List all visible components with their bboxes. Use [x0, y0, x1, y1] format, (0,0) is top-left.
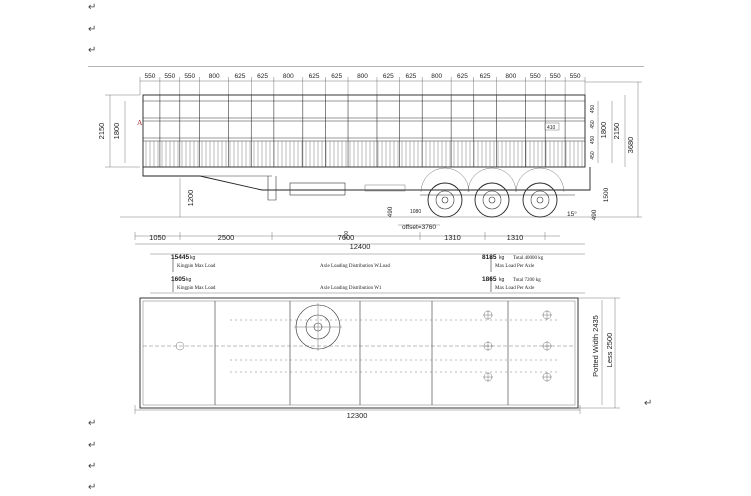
loaded-axle-label: Max Load Per Axle	[495, 264, 535, 269]
wheel-center	[488, 196, 496, 204]
paragraph-mark: ↵	[88, 24, 97, 35]
top-segment-label: 625	[331, 73, 342, 80]
right-segment-label: 450	[590, 120, 596, 129]
top-segment-label: 625	[383, 73, 394, 80]
paragraph-mark: ↵	[88, 482, 97, 493]
empty-kingpin-value: 1605	[171, 276, 186, 283]
section-letter: A	[137, 118, 143, 127]
paragraph-mark: ↵	[88, 2, 97, 13]
bottom-dim-label: 1050	[149, 233, 166, 242]
empty-axle-unit: kg	[499, 277, 505, 283]
loaded-axle-unit: kg	[499, 255, 505, 261]
overall-length: 12400	[350, 242, 371, 251]
loaded-kingpin-label: Kingpin Max Load	[177, 264, 216, 269]
top-segment-label: 625	[480, 73, 491, 80]
top-segment-label: 550	[184, 73, 195, 80]
empty-total-label: Total 7200 kg	[513, 278, 541, 283]
small-490: 490	[387, 206, 394, 217]
right-segment-label: 450	[590, 151, 596, 160]
top-segment-label: 800	[505, 73, 516, 80]
loaded-axle-value: 8185	[482, 254, 497, 261]
empty-kingpin-label: Kingpin Max Load	[177, 286, 216, 291]
bottom-dim-label: 7600	[338, 233, 355, 242]
top-segment-label: 800	[431, 73, 442, 80]
wheel-hub	[435, 190, 455, 210]
fender	[467, 167, 517, 193]
top-width-label: Potted Width 2435	[591, 315, 600, 377]
top-segment-label: 625	[235, 73, 246, 80]
empty-axle-label: Max Load Per Axle	[495, 286, 535, 291]
paragraph-mark: ↵	[88, 461, 97, 472]
left-height-outer: 2150	[97, 123, 106, 140]
kingpin-offset: 700	[344, 231, 350, 240]
right-segment-label: 450	[590, 105, 596, 114]
right-total-inner: 1800	[599, 122, 608, 139]
wheel-height: 1500	[603, 187, 610, 202]
load-rows: 15445 kg Kingpin Max Load Axle Loading D…	[150, 253, 585, 294]
top-segment-label: 550	[145, 73, 156, 80]
left-height-inner: 1800	[112, 123, 121, 140]
bottom-dim-label: 1310	[444, 233, 461, 242]
paragraph-mark: ↵	[88, 440, 97, 451]
wheel	[427, 182, 463, 218]
wheel	[474, 182, 510, 218]
top-segment-label: 625	[257, 73, 268, 80]
top-segment-label: 550	[550, 73, 561, 80]
wheel-center	[441, 196, 449, 204]
wheel-hub	[482, 190, 502, 210]
top-segment-label: 550	[530, 73, 541, 80]
loaded-center-label: Axle Loading Distribution W.Load	[320, 264, 390, 269]
right-total-outer: 2150	[612, 123, 621, 140]
top-segment-label: 625	[405, 73, 416, 80]
empty-center-label: Axle Loading Distribution W1	[320, 286, 382, 291]
ground-clearance: 490	[591, 209, 598, 220]
top-segment-label: 625	[309, 73, 320, 80]
bottom-dim-label: 2500	[218, 233, 235, 242]
top-segment-label: 550	[570, 73, 581, 80]
loaded-kingpin-unit: kg	[190, 255, 196, 261]
wheel-center	[536, 196, 544, 204]
wheel-hub	[530, 190, 550, 210]
side-view: 550 550 550 800 625 625 800 625 625 800 625 625 800 6…	[97, 73, 642, 251]
paragraph-mark: ↵	[644, 398, 653, 409]
top-segment-label: 550	[164, 73, 175, 80]
top-view: Potted Width 2435 Less 2500 12300	[134, 297, 620, 420]
top-overall-length: 12300	[347, 411, 368, 420]
top-segment-label: 800	[209, 73, 220, 80]
wheel	[522, 182, 558, 218]
top-segment-label: 800	[357, 73, 368, 80]
paragraph-mark: ↵	[88, 45, 97, 56]
bottom-dim-label: 1310	[507, 233, 524, 242]
top-segment-label: 625	[457, 73, 468, 80]
hitch-height: 1200	[186, 190, 195, 207]
right-segment-label: 450	[590, 136, 596, 145]
fender	[420, 167, 470, 193]
loaded-kingpin-value: 15445	[171, 254, 189, 261]
top-segment-label: 800	[283, 73, 294, 80]
label-410: 410	[547, 125, 556, 131]
overall-height: 3680	[626, 137, 635, 154]
angle-label: 15°	[567, 210, 577, 218]
paragraph-mark: ↵	[88, 418, 97, 429]
empty-axle-value: 1865	[482, 276, 497, 283]
loaded-total-label: Total 40000 kg	[513, 256, 544, 261]
offset-label: offset=3760	[402, 224, 436, 231]
top-less-label: Less 2500	[605, 333, 614, 368]
fender	[515, 167, 565, 193]
label-1080: 1080	[410, 209, 421, 215]
empty-kingpin-unit: kg	[186, 277, 192, 283]
horizontal-rule	[88, 66, 644, 67]
